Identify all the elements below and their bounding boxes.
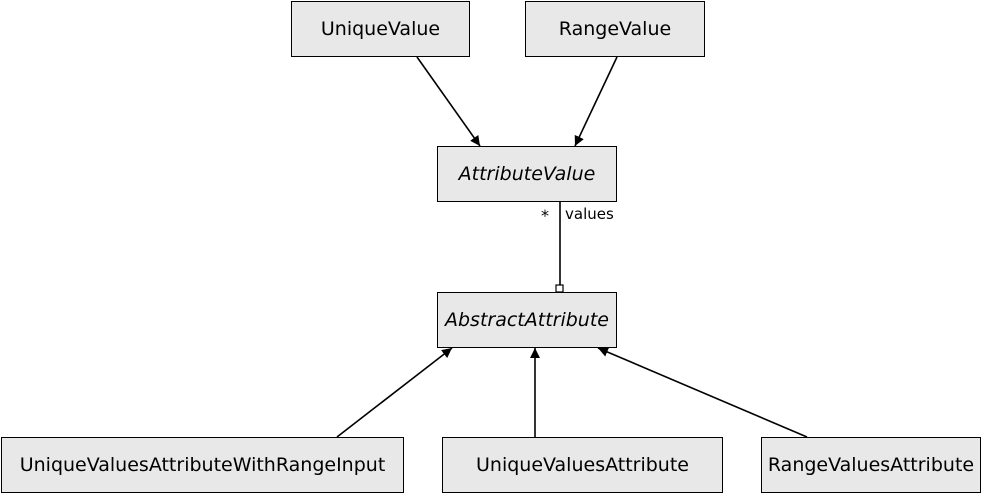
class-unique-value-label: UniqueValue [320,18,441,40]
class-abstract-attribute: AbstractAttribute [437,292,617,348]
class-range-value-label: RangeValue [558,18,672,40]
class-unique-values-attribute: UniqueValuesAttribute [442,437,723,493]
class-unique-values-attribute-with-range-input-label: UniqueValuesAttributeWithRangeInput [19,454,386,476]
class-attribute-value-label: AttributeValue [458,163,596,185]
class-range-values-attribute-label: RangeValuesAttribute [767,454,975,476]
association-multiplicity: * [541,206,549,225]
edge-rangevalue-to-attributevalue [574,56,618,147]
class-attribute-value: AttributeValue [437,146,617,202]
class-unique-value: UniqueValue [291,1,470,57]
edge-uniquevalue-to-attributevalue [416,56,481,147]
class-unique-values-attribute-with-range-input: UniqueValuesAttributeWithRangeInput [1,437,404,493]
association-end-square [555,284,564,293]
association-role-label: values [565,205,614,223]
class-abstract-attribute-label: AbstractAttribute [445,309,609,331]
class-range-value: RangeValue [525,1,705,57]
class-unique-values-attribute-label: UniqueValuesAttribute [476,454,689,476]
edge-rangevaluesattribute-to-abstractattribute [597,347,808,438]
class-range-values-attribute: RangeValuesAttribute [761,437,981,493]
edge-uniquevaluesattributewithrangeinput-to-abstractattribute [336,347,453,438]
